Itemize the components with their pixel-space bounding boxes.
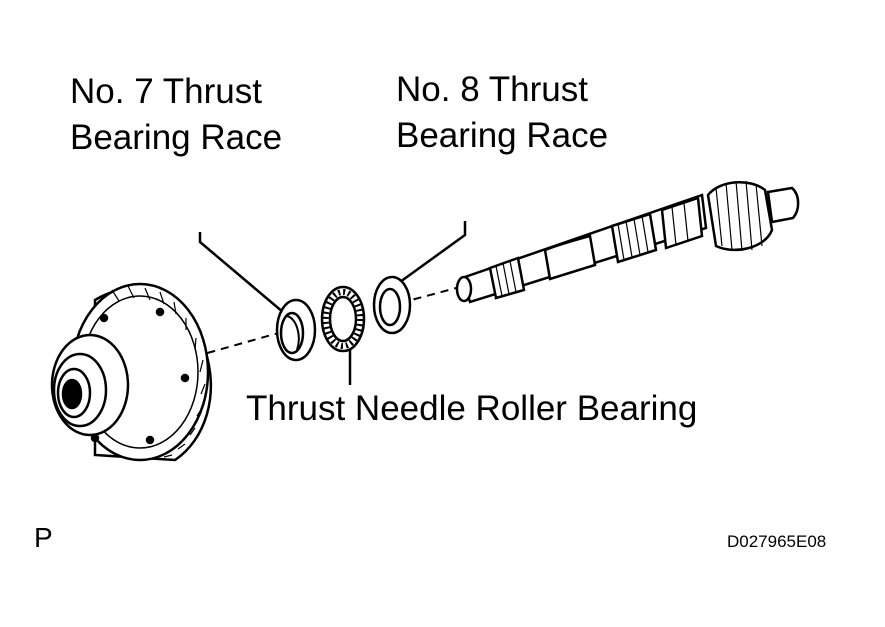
no8-thrust-bearing-race bbox=[372, 275, 412, 335]
leader-line-race8 bbox=[399, 221, 467, 284]
output-shaft bbox=[455, 180, 800, 304]
needle-bearing-label: Thrust Needle Roller Bearing bbox=[246, 389, 698, 428]
clutch-drum-gear bbox=[50, 282, 213, 462]
no7-race-label-line2: Bearing Race bbox=[70, 118, 283, 157]
corner-letter: P bbox=[34, 522, 53, 553]
assembly-axis-left bbox=[139, 331, 283, 373]
figure-code: D027965E08 bbox=[727, 532, 827, 551]
no7-thrust-bearing-race bbox=[275, 298, 317, 362]
no7-race-label-line1: No. 7 Thrust bbox=[70, 72, 262, 111]
leader-line-race7 bbox=[198, 232, 291, 319]
assembly-axis-right bbox=[399, 286, 461, 304]
no8-race-label-line2: Bearing Race bbox=[396, 116, 609, 155]
thrust-needle-roller-bearing bbox=[320, 285, 366, 353]
no8-race-label-line1: No. 8 Thrust bbox=[396, 70, 588, 109]
